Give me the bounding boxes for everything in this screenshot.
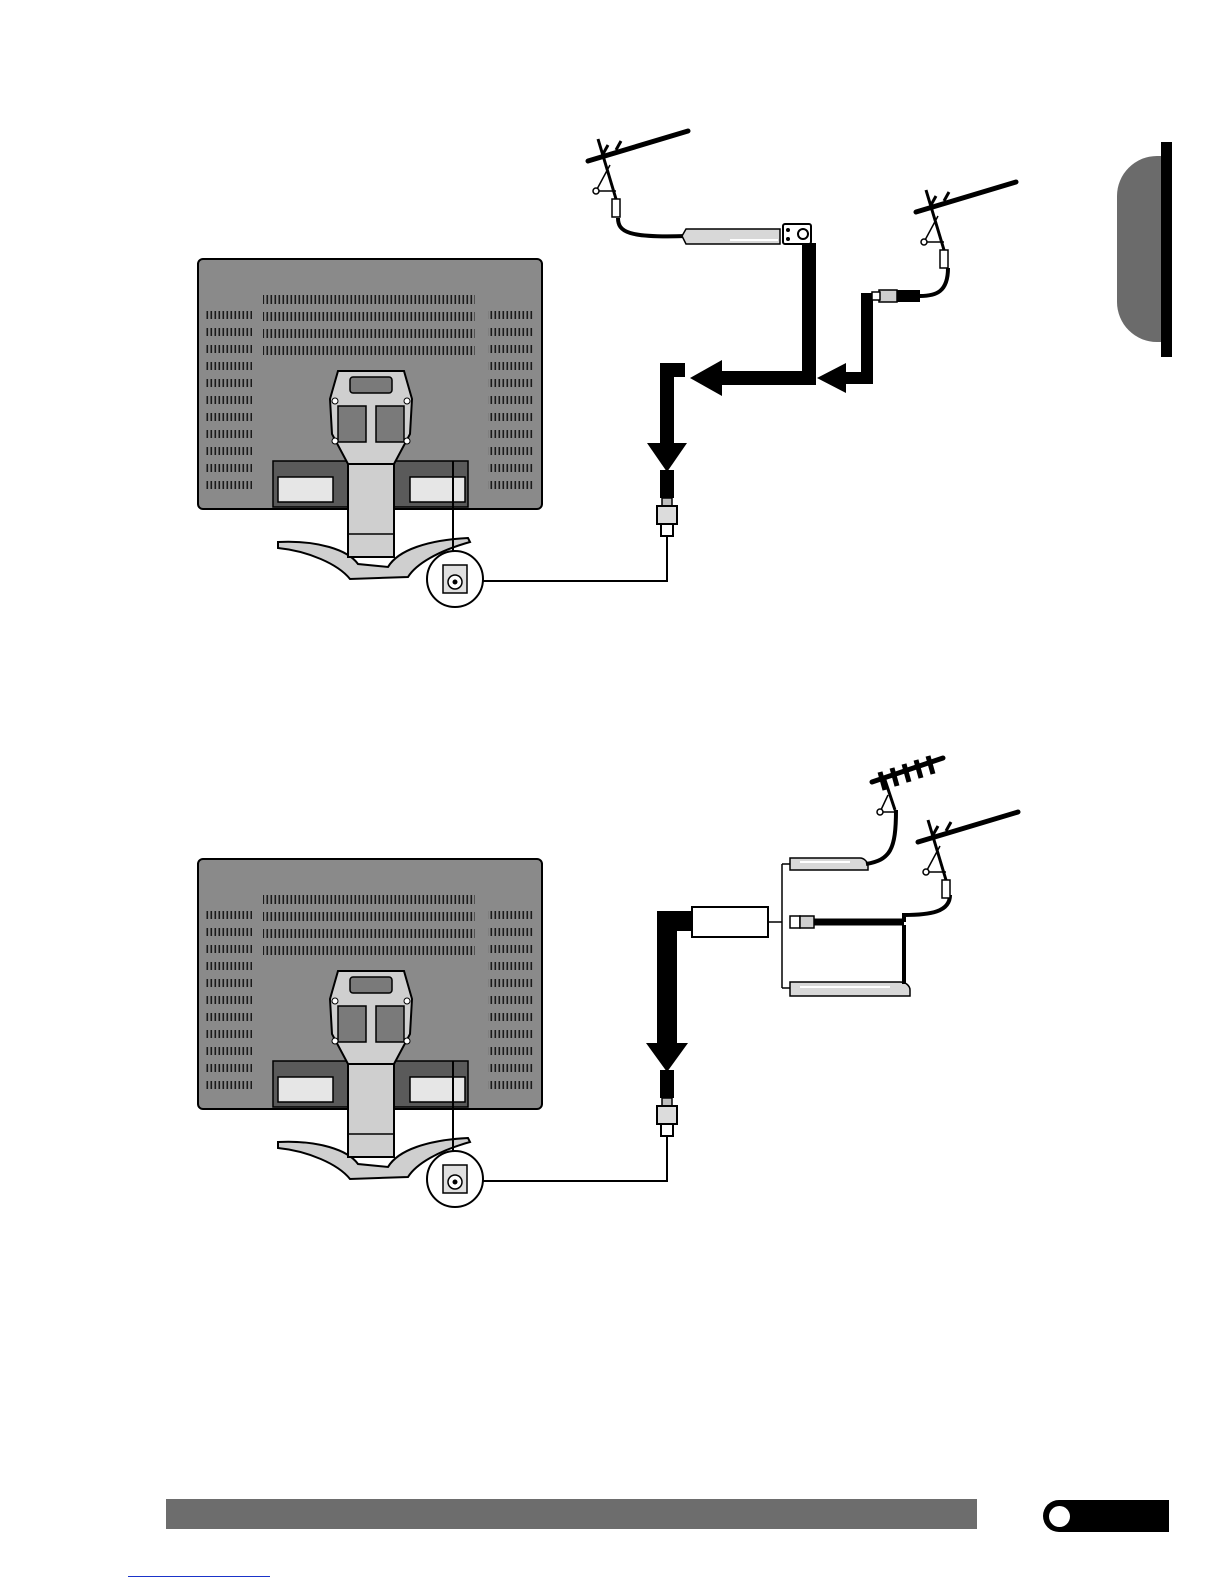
antenna-icon xyxy=(916,182,1016,268)
antenna-icon xyxy=(872,756,943,815)
coax-plug-2 xyxy=(657,1070,677,1136)
arrow-left-icon xyxy=(817,363,846,393)
antenna-icon xyxy=(918,812,1018,898)
arrow-down-icon xyxy=(646,1043,688,1072)
diagram-1 xyxy=(198,131,1016,607)
diagram-2 xyxy=(198,756,1018,1207)
tv-rear-2 xyxy=(198,859,542,1207)
page-number-badge xyxy=(1043,1500,1169,1532)
arrow-left-icon xyxy=(690,360,722,396)
combiner-box xyxy=(692,907,768,937)
footer-link-rule xyxy=(128,1575,270,1577)
coax-plug-1 xyxy=(657,470,677,536)
arrow-down-icon xyxy=(647,443,687,472)
page-dot-icon xyxy=(1049,1506,1070,1527)
footer-bar xyxy=(166,1499,977,1529)
tv-rear-1 xyxy=(198,259,542,607)
antenna-icon xyxy=(588,131,688,217)
